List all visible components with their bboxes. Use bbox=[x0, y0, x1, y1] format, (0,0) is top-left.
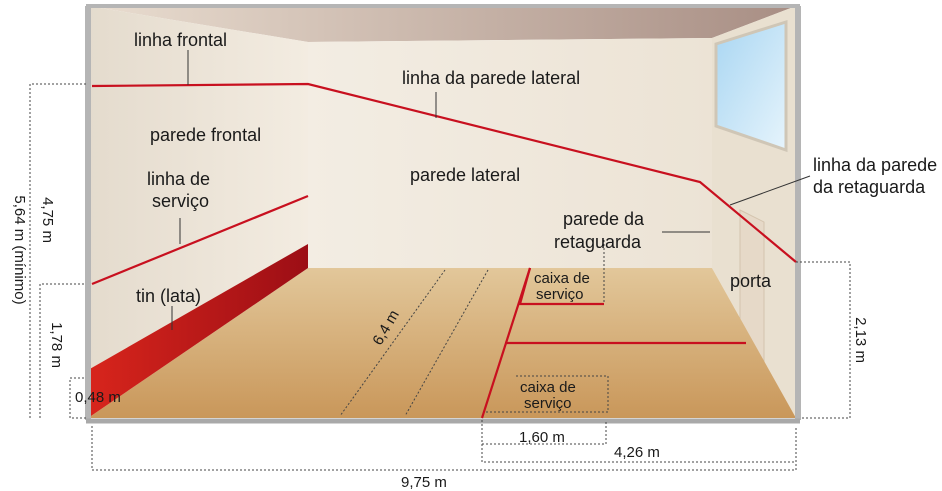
dim-back-line bbox=[796, 261, 851, 419]
service-box-upper-label-2: serviço bbox=[536, 286, 584, 303]
dim-court-width bbox=[91, 426, 797, 471]
back-wall-label-2: retaguarda bbox=[554, 232, 642, 252]
service-line-label-2: serviço bbox=[152, 191, 209, 211]
side-wall-line-label: linha da parede lateral bbox=[402, 68, 580, 88]
service-box-lower-outline bbox=[486, 375, 609, 413]
court-width-dimension: 9,75 m bbox=[401, 474, 447, 491]
door-label: porta bbox=[730, 271, 772, 291]
dim-half-width bbox=[481, 426, 797, 463]
back-line-height-dimension: 2,13 m bbox=[852, 317, 869, 363]
service-line-label-1: linha de bbox=[147, 169, 210, 189]
dim-front-line bbox=[29, 83, 86, 418]
dim-service-line bbox=[39, 283, 86, 418]
service-line-height-dimension: 1,78 m bbox=[48, 322, 65, 368]
back-wall-label-1: parede da bbox=[563, 209, 645, 229]
ceiling bbox=[88, 6, 796, 42]
service-box-lower-label-1: caixa de bbox=[520, 379, 576, 396]
total-height-dimension: 5,64 m (mínimo) bbox=[11, 195, 28, 304]
front-line-height-dimension: 4,75 m bbox=[39, 197, 56, 243]
service-box-upper-lines bbox=[518, 267, 604, 306]
back-wall-line-label-1: linha da parede bbox=[813, 155, 937, 175]
leader-back-line bbox=[729, 175, 811, 206]
length-dash-left bbox=[339, 269, 446, 417]
half-width-dimension: 4,26 m bbox=[614, 444, 660, 461]
dim-tin bbox=[69, 377, 86, 419]
tin-label: tin (lata) bbox=[136, 286, 201, 306]
back-wall-line-label-2: da retaguarda bbox=[813, 177, 926, 197]
dim-box-width bbox=[481, 420, 607, 445]
floor bbox=[88, 268, 796, 418]
out-line bbox=[91, 82, 797, 263]
side-wall-surface bbox=[308, 38, 712, 268]
window bbox=[714, 19, 788, 153]
front-wall-surface bbox=[88, 6, 308, 418]
front-line-label: linha frontal bbox=[134, 30, 227, 50]
service-box-lower-label-2: serviço bbox=[524, 395, 572, 412]
tin-board bbox=[88, 244, 308, 418]
service-line bbox=[91, 194, 309, 286]
service-box-upper-label-1: caixa de bbox=[534, 270, 590, 287]
box-width-dimension: 1,60 m bbox=[519, 429, 565, 446]
side-wall-label: parede lateral bbox=[410, 165, 520, 185]
tin-height-dimension: 0,48 m bbox=[75, 389, 121, 406]
front-wall-label: parede frontal bbox=[150, 125, 261, 145]
